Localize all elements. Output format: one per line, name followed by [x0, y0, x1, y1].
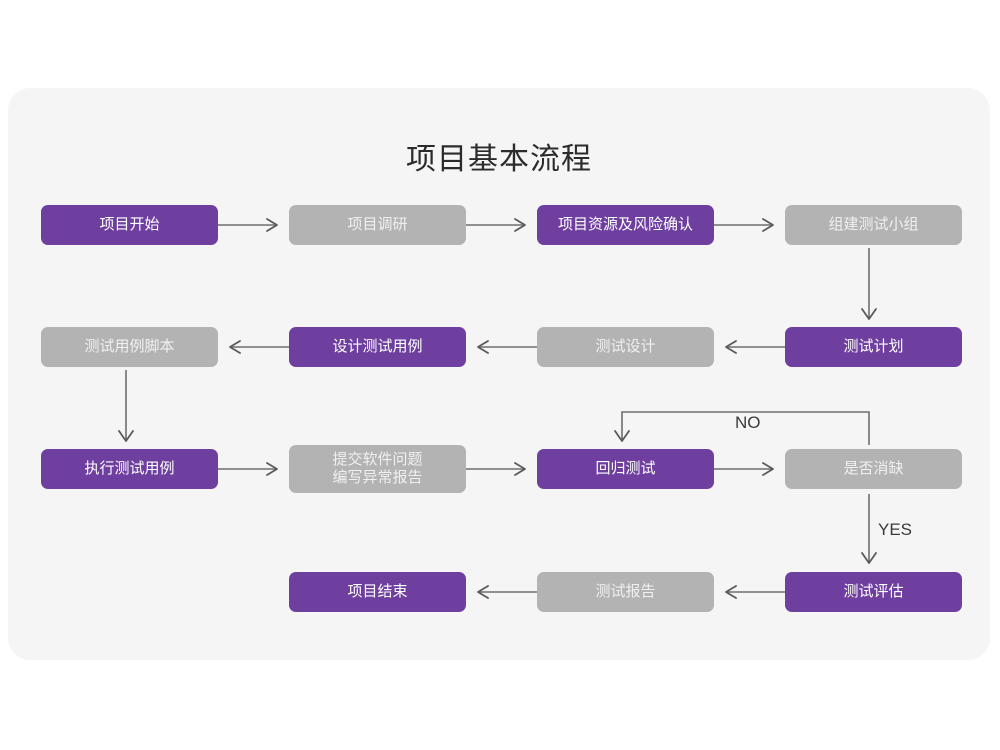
edge-arrow-n6-n5 — [229, 340, 289, 354]
node-project-research[interactable]: 项目调研 — [289, 205, 466, 245]
edge-arrow-n12-n15-yes — [861, 494, 877, 564]
edge-arrow-n9-n10 — [218, 462, 278, 476]
node-test-report[interactable]: 测试报告 — [537, 572, 714, 612]
edge-arrow-n1-n2 — [218, 218, 278, 232]
page-title: 项目基本流程 — [406, 143, 592, 176]
node-execute-test-case[interactable]: 执行测试用例 — [41, 449, 218, 489]
edge-arrow-n2-n3 — [466, 218, 526, 232]
node-test-evaluation[interactable]: 测试评估 — [785, 572, 962, 612]
edge-arrow-n5-n9 — [118, 370, 134, 442]
edge-label-yes: YES — [878, 520, 913, 539]
node-test-plan[interactable]: 测试计划 — [785, 327, 962, 367]
node-design-test-case[interactable]: 设计测试用例 — [289, 327, 466, 367]
node-test-case-script[interactable]: 测试用例脚本 — [41, 327, 218, 367]
node-form-test-team[interactable]: 组建测试小组 — [785, 205, 962, 245]
node-project-end[interactable]: 项目结束 — [289, 572, 466, 612]
node-defect-cleared[interactable]: 是否消缺 — [785, 449, 962, 489]
node-test-design[interactable]: 测试设计 — [537, 327, 714, 367]
flowchart-canvas: 项目基本流程 — [8, 88, 990, 660]
edge-label-no: NO — [735, 413, 761, 432]
edge-arrow-n14-n13 — [477, 585, 537, 599]
edge-arrow-n8-n7 — [725, 340, 785, 354]
edge-arrow-n10-n11 — [466, 462, 526, 476]
node-project-start[interactable]: 项目开始 — [41, 205, 218, 245]
edge-arrow-n15-n14 — [725, 585, 785, 599]
edge-arrow-n7-n6 — [477, 340, 537, 354]
node-submit-issue-report[interactable]: 提交软件问题 编写异常报告 — [289, 445, 466, 493]
node-regression-test[interactable]: 回归测试 — [537, 449, 714, 489]
edge-arrow-n3-n4 — [714, 218, 774, 232]
node-resource-risk-confirm[interactable]: 项目资源及风险确认 — [537, 205, 714, 245]
edge-arrow-n11-n12 — [714, 462, 774, 476]
edge-arrow-n4-n8 — [861, 248, 877, 320]
